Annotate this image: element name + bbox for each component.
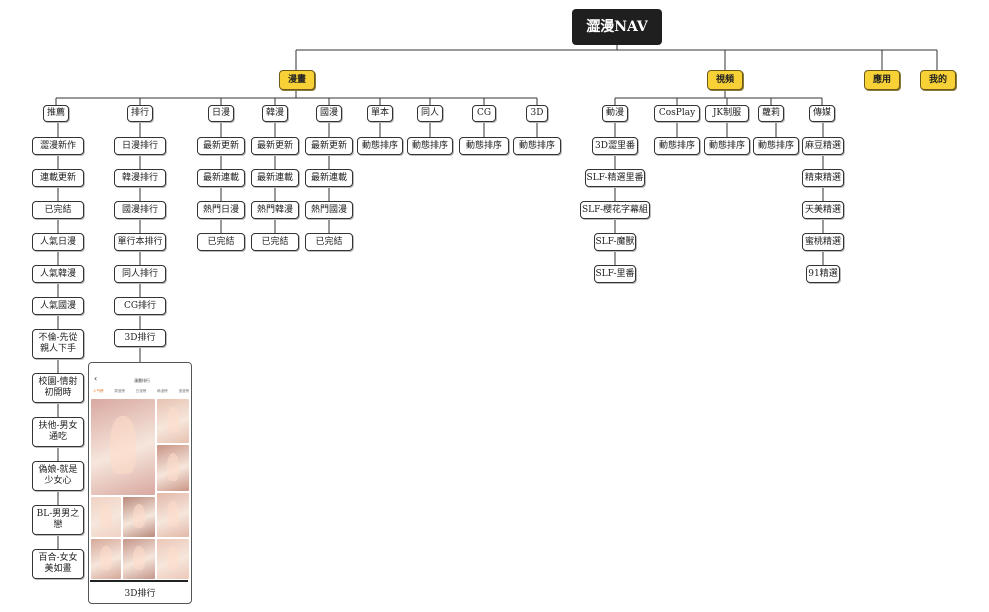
preview-thumbnail [123, 539, 155, 579]
tuijian-item[interactable]: 扶他-男女通吃 [32, 417, 84, 447]
manga-guoman[interactable]: 國漫 [316, 105, 342, 122]
chuanmei-item[interactable]: 精東精選 [802, 169, 844, 187]
chuanmei-item[interactable]: 天美精選 [802, 201, 844, 219]
tuijian-item[interactable]: 校園-情射初開時 [32, 373, 84, 403]
video-jk[interactable]: JK制服 [705, 105, 749, 122]
category-apps[interactable]: 應用 [864, 70, 900, 90]
dongman-item[interactable]: SLF-櫻花字幕組 [580, 201, 650, 219]
manga-tuijian[interactable]: 推薦 [43, 105, 69, 122]
tuijian-item[interactable]: 連載更新 [32, 169, 84, 187]
preview-tab: 周漫榜 [114, 389, 125, 393]
paihang-item[interactable]: 3D排行 [114, 329, 166, 347]
danben-sort[interactable]: 動態排序 [357, 137, 403, 155]
preview-header: ‹ 漫畫排行 [89, 363, 191, 393]
tuijian-item[interactable]: 人氣國漫 [32, 297, 84, 315]
luoli-sort[interactable]: 動態排序 [753, 137, 799, 155]
dongman-item[interactable]: SLF-里番 [594, 265, 636, 283]
hanman-item[interactable]: 最新連載 [251, 169, 299, 187]
preview-thumbnail [91, 539, 121, 579]
cosplay-sort[interactable]: 動態排序 [654, 137, 700, 155]
dongman-item[interactable]: SLF-魔獸 [594, 233, 636, 251]
root-title: 澀漫NAV [572, 9, 662, 45]
paihang-item[interactable]: 單行本排行 [114, 233, 166, 251]
preview-thumbnail [123, 497, 155, 537]
tongren-sort[interactable]: 動態排序 [407, 137, 453, 155]
3d-sort[interactable]: 動態排序 [513, 137, 561, 155]
tuijian-item[interactable]: 百合-女女美如畫 [32, 549, 84, 579]
preview-tab: 韩漫榜 [157, 389, 168, 393]
hanman-item[interactable]: 熱門韓漫 [251, 201, 299, 219]
tuijian-item[interactable]: 偽娘-就是少女心 [32, 461, 84, 491]
manga-danben[interactable]: 單本 [367, 105, 393, 122]
video-dongman[interactable]: 動漫 [602, 105, 628, 122]
back-icon: ‹ [94, 374, 98, 383]
chuanmei-item[interactable]: 91精選 [806, 265, 840, 283]
video-chuanmei[interactable]: 傳媒 [809, 105, 835, 122]
manga-riman[interactable]: 日漫 [208, 105, 234, 122]
preview-thumbnail [91, 399, 155, 495]
preview-thumbnail [157, 399, 189, 443]
dongman-item[interactable]: 3D澀里番 [592, 137, 638, 155]
guoman-item[interactable]: 最新更新 [305, 137, 353, 155]
ranking-preview-screenshot: ‹ 漫畫排行 人气榜 周漫榜 日漫榜 韩漫榜 漫漫榜 [88, 362, 192, 604]
preview-thumbnail [157, 539, 189, 579]
category-video[interactable]: 視頻 [707, 70, 743, 90]
paihang-item[interactable]: CG排行 [114, 297, 166, 315]
tuijian-item[interactable]: 澀漫新作 [32, 137, 84, 155]
manga-tongren[interactable]: 同人 [417, 105, 443, 122]
preview-tab: 漫漫榜 [178, 389, 190, 393]
riman-item[interactable]: 最新更新 [197, 137, 245, 155]
riman-item[interactable]: 已完結 [197, 233, 245, 251]
chuanmei-item[interactable]: 蜜桃精選 [802, 233, 844, 251]
guoman-item[interactable]: 最新連載 [305, 169, 353, 187]
paihang-item[interactable]: 韓漫排行 [114, 169, 166, 187]
preview-home-bar [90, 580, 188, 582]
video-cosplay[interactable]: CosPlay [654, 105, 700, 122]
preview-thumbnail [157, 445, 189, 491]
riman-item[interactable]: 最新連載 [197, 169, 245, 187]
manga-hanman[interactable]: 韓漫 [262, 105, 288, 122]
preview-tab: 日漫榜 [135, 389, 147, 393]
paihang-item[interactable]: 國漫排行 [114, 201, 166, 219]
guoman-item[interactable]: 熱門國漫 [305, 201, 353, 219]
paihang-item[interactable]: 同人排行 [114, 265, 166, 283]
cg-sort[interactable]: 動態排序 [459, 137, 509, 155]
manga-paihang[interactable]: 排行 [127, 105, 153, 122]
riman-item[interactable]: 熱門日漫 [197, 201, 245, 219]
preview-thumbnail [157, 493, 189, 537]
tuijian-item[interactable]: BL-男男之戀 [32, 505, 84, 535]
preview-screen-title: 漫畫排行 [134, 378, 150, 383]
hanman-item[interactable]: 已完結 [251, 233, 299, 251]
preview-tab: 人气榜 [93, 389, 104, 393]
hanman-item[interactable]: 最新更新 [251, 137, 299, 155]
video-luoli[interactable]: 蘿莉 [758, 105, 784, 122]
chuanmei-item[interactable]: 麻豆精選 [802, 137, 844, 155]
tuijian-item[interactable]: 人氣韓漫 [32, 265, 84, 283]
manga-cg[interactable]: CG [472, 105, 496, 122]
category-mine[interactable]: 我的 [920, 70, 956, 90]
category-manga[interactable]: 漫畫 [279, 70, 315, 90]
tuijian-item[interactable]: 已完結 [32, 201, 84, 219]
jk-sort[interactable]: 動態排序 [704, 137, 750, 155]
preview-thumbnail [91, 497, 121, 537]
preview-tabs: 人气榜 周漫榜 日漫榜 韩漫榜 漫漫榜 [93, 389, 189, 395]
guoman-item[interactable]: 已完結 [305, 233, 353, 251]
dongman-item[interactable]: SLF-精選里番 [585, 169, 645, 187]
preview-caption: 3D排行 [124, 589, 156, 599]
manga-3d[interactable]: 3D [526, 105, 548, 122]
tuijian-item[interactable]: 不倫-先從親人下手 [32, 329, 84, 359]
paihang-item[interactable]: 日漫排行 [114, 137, 166, 155]
tuijian-item[interactable]: 人氣日漫 [32, 233, 84, 251]
